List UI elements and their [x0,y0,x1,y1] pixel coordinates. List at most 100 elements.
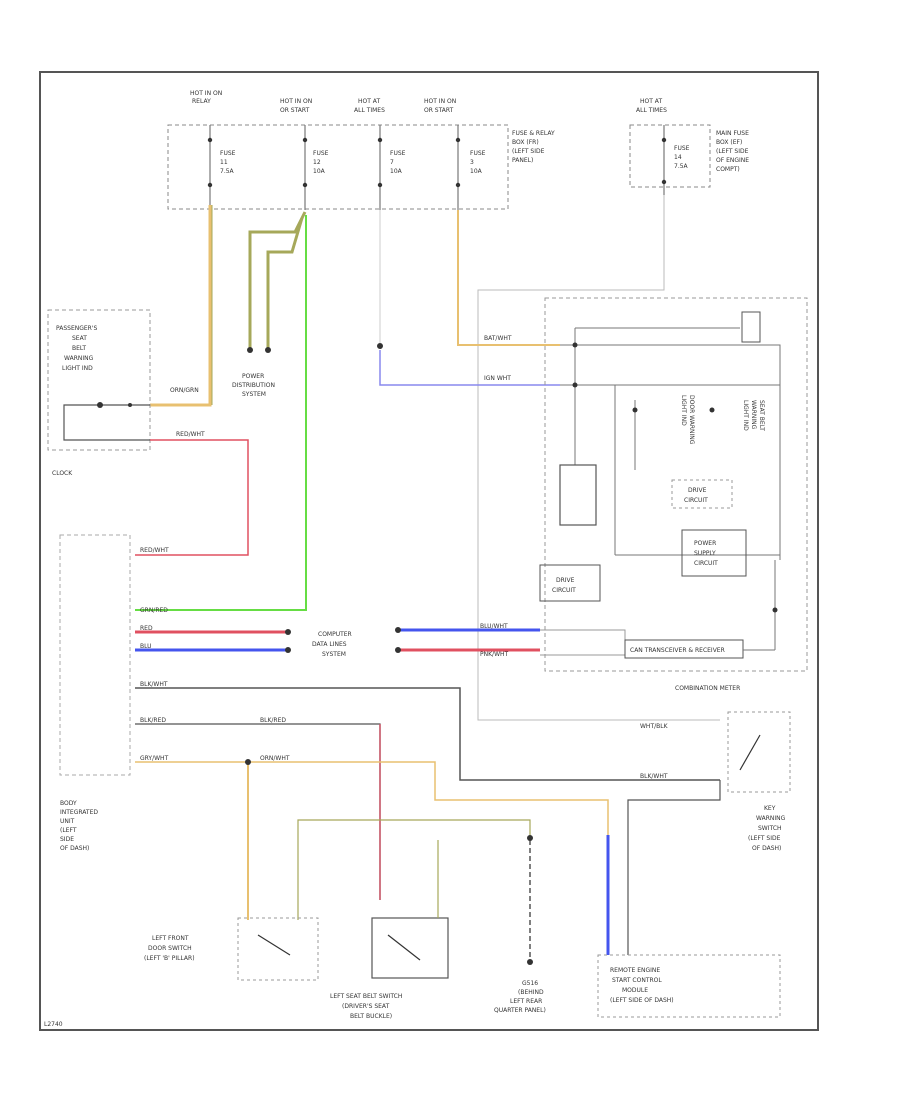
svg-text:7.5A: 7.5A [674,163,689,170]
left-front-door-switch [237,917,319,981]
svg-text:BLU/WHT: BLU/WHT [480,623,508,630]
svg-text:INTEGRATED: INTEGRATED [60,809,98,816]
svg-text:WARNING: WARNING [756,815,786,822]
svg-text:LIGHT IND: LIGHT IND [62,365,93,372]
svg-text:HOT IN ON: HOT IN ON [280,98,312,105]
svg-text:BLK/WHT: BLK/WHT [640,773,668,780]
svg-text:POWER: POWER [694,540,716,547]
svg-text:PNK/WHT: PNK/WHT [480,651,509,658]
svg-text:FUSE: FUSE [674,145,690,152]
svg-text:WARNING: WARNING [750,400,757,430]
svg-text:ALL TIMES: ALL TIMES [636,107,667,114]
svg-text:BLK/RED: BLK/RED [260,717,286,724]
svg-text:SYSTEM: SYSTEM [322,651,346,658]
wire-blk-wht [135,687,720,781]
svg-text:ALL TIMES: ALL TIMES [354,107,385,114]
svg-text:SYSTEM: SYSTEM [242,391,266,398]
passenger-light-circuit [63,404,150,441]
remote-start-label: REMOTE ENGINE START CONTROL MODULE (LEFT… [610,967,674,1004]
svg-text:BAT/WHT: BAT/WHT [484,335,512,342]
svg-text:10A: 10A [470,168,483,175]
passenger-light-outline [47,309,151,451]
svg-text:RED/WHT: RED/WHT [176,431,205,438]
fuse-7: FUSE 7 10A [377,125,406,210]
fuse-relay-box-label: FUSE & RELAY BOX (FR) (LEFT SIDE PANEL) [512,130,555,164]
fuse-14: FUSE 14 7.5A [661,125,690,195]
svg-text:CIRCUIT: CIRCUIT [694,560,718,567]
remote-start-module [597,954,781,1018]
svg-text:QUARTER PANEL): QUARTER PANEL) [494,1007,546,1014]
svg-text:DRIVE: DRIVE [688,487,707,494]
svg-text:DATA LINES: DATA LINES [312,641,347,648]
svg-text:BODY: BODY [60,800,77,807]
svg-text:COMPUTER: COMPUTER [318,631,352,638]
svg-text:DOOR SWITCH: DOOR SWITCH [148,945,192,952]
svg-text:GRN/RED: GRN/RED [140,607,168,614]
drive-circuit-upper [671,479,733,509]
wire-fuse11-orange [150,205,212,407]
diagram-frame [39,71,819,1031]
meter-speaker [559,464,597,526]
hot-labels: HOT IN ON RELAY HOT IN ON OR START HOT A… [190,90,667,114]
wire-main-fuse-to-meter [477,195,720,721]
svg-text:(LEFT: (LEFT [60,827,77,834]
svg-text:BLK/RED: BLK/RED [140,717,166,724]
svg-text:OR START: OR START [280,107,310,114]
svg-text:BLK/WHT: BLK/WHT [140,681,168,688]
svg-text:SEAT BELT: SEAT BELT [758,400,765,431]
svg-text:11: 11 [220,159,228,166]
svg-text:PANEL): PANEL) [512,157,533,164]
svg-text:10A: 10A [313,168,326,175]
power-distribution-label: POWER DISTRIBUTION SYSTEM [232,373,275,398]
wire-fuse3-orange [457,210,560,346]
svg-text:LIGHT IND: LIGHT IND [680,395,687,426]
svg-text:3: 3 [470,159,474,166]
svg-text:SIDE: SIDE [60,836,74,843]
svg-text:FUSE: FUSE [220,150,236,157]
fuse-12: FUSE 12 10A [302,125,329,210]
main-fuse-box-label: MAIN FUSE BOX (EF) (LEFT SIDE OF ENGINE … [716,130,749,173]
svg-text:ORN/WHT: ORN/WHT [260,755,290,762]
svg-text:(LEFT 'B' PILLAR): (LEFT 'B' PILLAR) [144,955,195,962]
svg-text:MODULE: MODULE [622,987,648,994]
svg-text:HOT IN ON: HOT IN ON [424,98,456,105]
seat-belt-warning-label: SEAT BELT WARNING LIGHT IND [742,400,765,431]
svg-text:WARNING: WARNING [64,355,94,362]
svg-text:BOX (EF): BOX (EF) [716,139,742,146]
svg-text:SWITCH: SWITCH [758,825,782,832]
svg-text:PASSENGER'S: PASSENGER'S [56,325,97,332]
left-seat-belt-label: LEFT SEAT BELT SWITCH (DRIVER'S SEAT BEL… [330,993,402,1020]
svg-text:COMPT): COMPT) [716,166,740,173]
left-seat-belt-switch [371,917,449,979]
svg-text:10A: 10A [390,168,403,175]
drive-circuit-lower [539,564,601,602]
svg-text:(LEFT SIDE OF DASH): (LEFT SIDE OF DASH) [610,997,674,1004]
fuse-relay-box-outline [167,124,509,210]
svg-text:OF ENGINE: OF ENGINE [716,157,749,164]
svg-text:DOOR WARNING: DOOR WARNING [688,395,695,445]
svg-text:LEFT FRONT: LEFT FRONT [152,935,189,942]
svg-text:OR START: OR START [424,107,454,114]
svg-text:G516: G516 [522,980,538,987]
svg-text:START CONTROL: START CONTROL [612,977,662,984]
svg-text:DISTRIBUTION: DISTRIBUTION [232,382,275,389]
svg-text:7.5A: 7.5A [220,168,235,175]
clock-label: CLOCK [52,470,73,477]
fuse-3: FUSE 3 10A [455,125,486,210]
svg-text:KEY: KEY [764,805,776,812]
main-fuse-box-outline [629,124,711,188]
left-front-door-label: LEFT FRONT DOOR SWITCH (LEFT 'B' PILLAR) [144,935,195,962]
svg-text:LIGHT IND: LIGHT IND [742,400,749,431]
wire-green [135,215,307,611]
ground-g516-label: G516 (BEHIND LEFT REAR QUARTER PANEL) [494,980,546,1014]
power-supply-circuit [681,529,747,577]
svg-text:MAIN FUSE: MAIN FUSE [716,130,749,137]
svg-text:BELT BUCKLE): BELT BUCKLE) [350,1013,392,1020]
key-warning-label: KEY WARNING SWITCH (LEFT SIDE OF DASH) [748,805,786,852]
svg-text:BLU: BLU [140,643,152,650]
svg-text:(LEFT SIDE: (LEFT SIDE [512,148,545,155]
svg-text:FUSE: FUSE [390,150,406,157]
passenger-light-label: PASSENGER'S SEAT BELT WARNING LIGHT IND [56,325,97,372]
svg-text:FUSE: FUSE [470,150,486,157]
svg-text:14: 14 [674,154,682,161]
